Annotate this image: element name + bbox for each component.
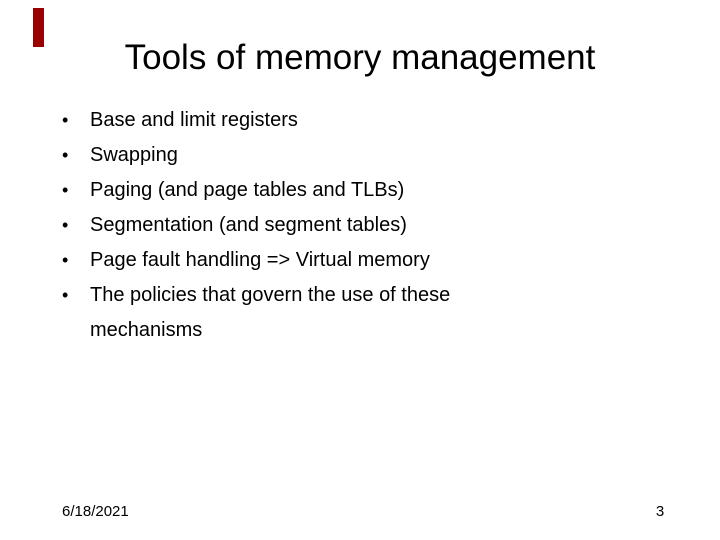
list-item: • Base and limit registers <box>62 103 534 138</box>
bullet-list: • Base and limit registers • Swapping • … <box>62 103 534 348</box>
footer-date: 6/18/2021 <box>62 503 129 520</box>
bullet-icon: • <box>62 215 69 235</box>
bullet-icon: • <box>62 250 69 270</box>
list-item: • Page fault handling => Virtual memory <box>62 243 534 278</box>
list-item: • Segmentation (and segment tables) <box>62 208 534 243</box>
bullet-text: Swapping <box>90 144 178 166</box>
list-item: • Swapping <box>62 138 534 173</box>
list-item: • Paging (and page tables and TLBs) <box>62 173 534 208</box>
accent-bar <box>33 8 44 47</box>
bullet-text: The policies that govern the use of thes… <box>90 284 451 341</box>
bullet-icon: • <box>62 285 69 305</box>
bullet-text: Segmentation (and segment tables) <box>90 214 407 236</box>
bullet-icon: • <box>62 180 69 200</box>
bullet-text: Page fault handling => Virtual memory <box>90 249 430 271</box>
list-item: • The policies that govern the use of th… <box>62 278 534 348</box>
bullet-icon: • <box>62 110 69 130</box>
bullet-text: Base and limit registers <box>90 109 298 131</box>
slide-title: Tools of memory management <box>124 38 596 77</box>
bullet-icon: • <box>62 145 69 165</box>
page-number: 3 <box>655 503 665 520</box>
bullet-text: Paging (and page tables and TLBs) <box>90 179 405 201</box>
